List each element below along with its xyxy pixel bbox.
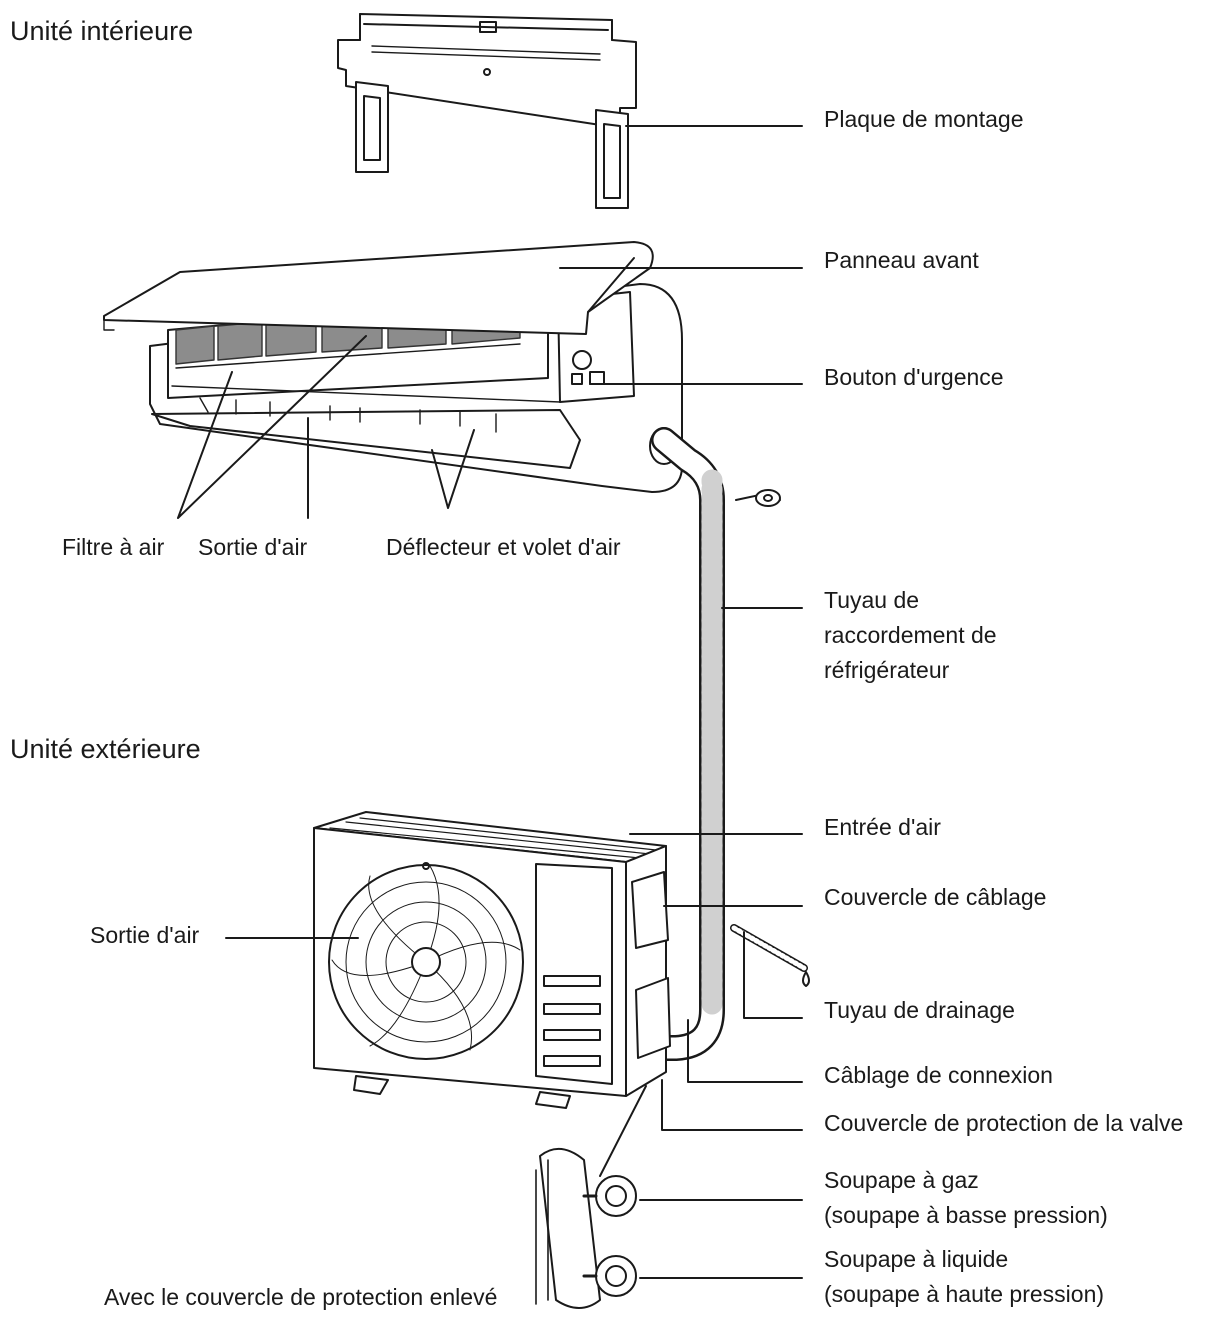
label-wiring-cover: Couvercle de câblage xyxy=(824,884,1047,910)
mounting-plate-illustration xyxy=(337,13,637,209)
label-liquid-valve-line: Soupape à liquide xyxy=(824,1246,1009,1272)
label-gas-valve-line: (soupape à basse pression) xyxy=(824,1202,1108,1228)
label-refrigerant-pipe-line: Tuyau de xyxy=(824,587,920,613)
label-air-filter: Filtre à air xyxy=(62,534,165,560)
label-front-panel: Panneau avant xyxy=(824,247,979,273)
label-drain-hose: Tuyau de drainage xyxy=(824,997,1015,1023)
indoor-unit-illustration xyxy=(103,241,683,493)
label-valve-cover: Couvercle de protection de la valve xyxy=(824,1110,1184,1136)
label-air-inlet: Entrée d'air xyxy=(824,814,941,840)
label-refrigerant-pipe-line: raccordement de xyxy=(824,622,997,648)
label-liquid-valve: Soupape à liquide (soupape à haute press… xyxy=(824,1242,1104,1312)
outdoor-unit-heading: Unité extérieure xyxy=(10,734,201,764)
valves-illustration xyxy=(535,1148,637,1309)
label-connection-wiring: Câblage de connexion xyxy=(824,1062,1053,1088)
leader-lines xyxy=(177,125,803,1279)
outdoor-unit-illustration xyxy=(313,811,671,1109)
label-emergency-button: Bouton d'urgence xyxy=(824,364,1004,390)
label-cover-removed: Avec le couvercle de protection enlevé xyxy=(104,1284,498,1310)
label-gas-valve: Soupape à gaz (soupape à basse pression) xyxy=(824,1163,1108,1233)
label-indoor-air-outlet: Sortie d'air xyxy=(198,534,308,560)
label-outdoor-air-outlet: Sortie d'air xyxy=(90,922,200,948)
label-refrigerant-pipe-line: réfrigérateur xyxy=(824,657,950,683)
label-liquid-valve-line: (soupape à haute pression) xyxy=(824,1281,1105,1307)
pipe-illustration xyxy=(647,427,810,1061)
label-gas-valve-line: Soupape à gaz xyxy=(824,1167,979,1193)
indoor-unit-heading: Unité intérieure xyxy=(10,16,194,46)
label-louver: Déflecteur et volet d'air xyxy=(386,534,621,560)
label-mounting-plate: Plaque de montage xyxy=(824,106,1024,132)
label-refrigerant-pipe: Tuyau de raccordement de réfrigérateur xyxy=(824,583,997,688)
